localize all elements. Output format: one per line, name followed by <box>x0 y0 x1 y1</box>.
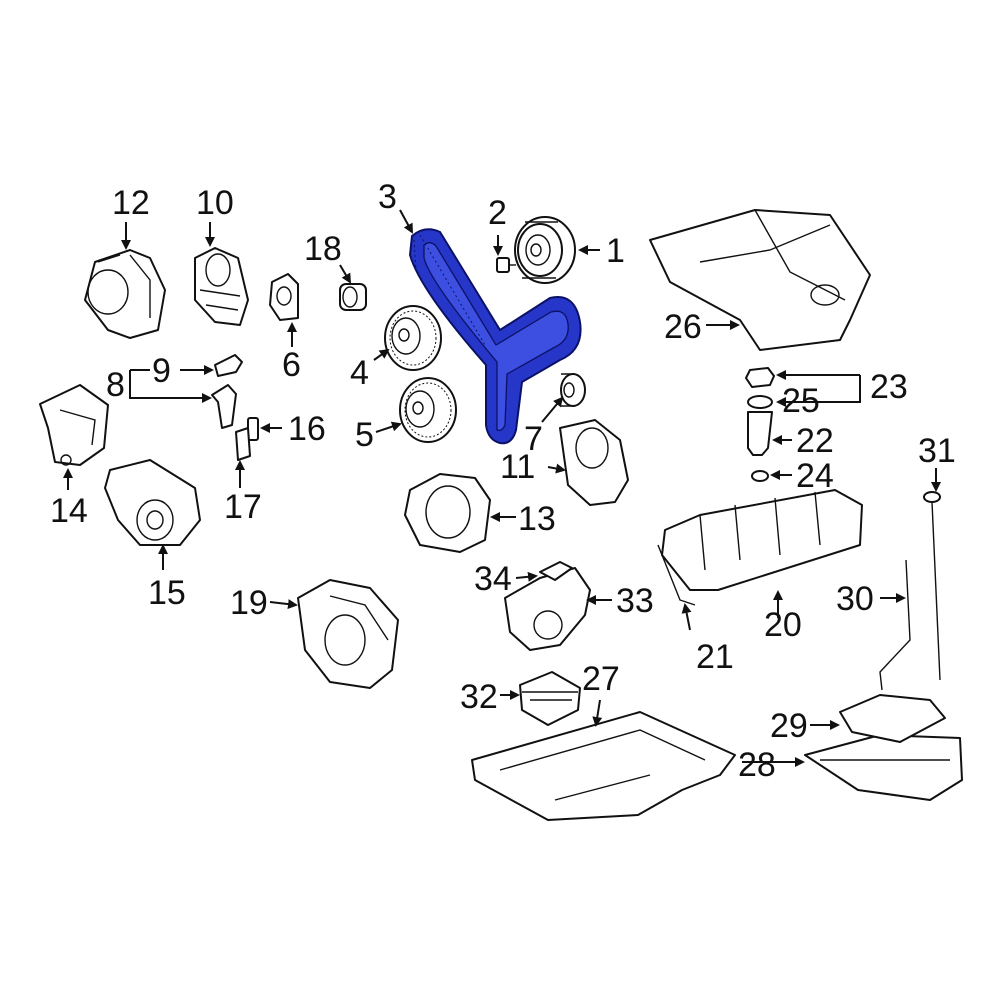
callout-18: 18 <box>304 230 342 268</box>
callout-8: 8 <box>106 366 125 404</box>
callout-28: 28 <box>738 746 776 784</box>
callout-14: 14 <box>50 492 88 530</box>
callout-13: 13 <box>518 500 556 538</box>
callout-24: 24 <box>796 457 834 495</box>
callout-3: 3 <box>378 178 397 216</box>
part-31-dipstick[interactable] <box>923 491 941 681</box>
callout-34: 34 <box>474 560 512 598</box>
callout-6: 6 <box>282 346 301 384</box>
part-14-bracket[interactable] <box>39 384 109 466</box>
part-29-baffle[interactable] <box>839 694 946 743</box>
part-6-bracket[interactable] <box>269 273 299 321</box>
part-32-oil-filter[interactable] <box>519 671 581 726</box>
callout-9: 9 <box>152 352 171 390</box>
callout-29: 29 <box>770 707 808 745</box>
callout-22: 22 <box>796 422 834 460</box>
part-12-housing[interactable] <box>84 249 166 339</box>
callout-labels: 1 2 3 4 5 6 7 8 9 10 11 12 13 14 15 16 1… <box>50 178 956 784</box>
part-24-o-ring[interactable] <box>751 470 769 482</box>
part-22-filler-neck[interactable] <box>747 411 773 456</box>
callout-2: 2 <box>488 194 507 232</box>
part-4-cam-gear[interactable] <box>384 305 442 371</box>
part-2-bolt[interactable] <box>496 257 516 273</box>
callout-25: 25 <box>782 382 820 420</box>
part-19-oil-pump[interactable] <box>297 579 399 689</box>
part-27-oil-pan[interactable] <box>471 711 736 821</box>
part-26-engine-cover[interactable] <box>649 209 871 351</box>
part-9-sensor[interactable] <box>214 354 243 377</box>
callout-7: 7 <box>524 420 543 458</box>
callout-10: 10 <box>196 184 234 222</box>
part-10-cover[interactable] <box>194 247 249 326</box>
part-13-cover[interactable] <box>404 473 491 553</box>
part-3-timing-belt[interactable] <box>409 228 582 445</box>
callout-16: 16 <box>288 410 326 448</box>
callout-21: 21 <box>696 638 734 676</box>
leader-lines <box>63 209 941 767</box>
callout-20: 20 <box>764 606 802 644</box>
part-1-crank-pulley[interactable] <box>514 216 576 284</box>
part-30-dipstick-tube[interactable] <box>879 559 911 691</box>
callout-15: 15 <box>148 574 186 612</box>
part-23-oil-cap[interactable] <box>745 367 775 388</box>
part-34-gasket[interactable] <box>539 561 573 581</box>
part-11-timing-cover[interactable] <box>559 419 629 506</box>
callout-1: 1 <box>606 232 625 270</box>
callout-4: 4 <box>350 354 369 392</box>
callout-17: 17 <box>224 488 262 526</box>
part-8-sensor-assembly[interactable] <box>211 384 237 429</box>
callout-30: 30 <box>836 580 874 618</box>
callout-33: 33 <box>616 582 654 620</box>
part-17-clip[interactable] <box>235 427 251 461</box>
callout-26: 26 <box>664 308 702 346</box>
callout-32: 32 <box>460 678 498 716</box>
callout-5: 5 <box>355 416 374 454</box>
callout-12: 12 <box>112 184 150 222</box>
callout-11: 11 <box>500 448 535 486</box>
part-15-oil-pump-housing[interactable] <box>104 459 201 546</box>
callout-27: 27 <box>582 660 620 698</box>
part-7-idler[interactable] <box>560 373 586 407</box>
callout-19: 19 <box>230 584 268 622</box>
part-33-filter-bracket[interactable] <box>504 567 591 651</box>
part-20-valve-cover[interactable] <box>661 489 863 591</box>
part-5-cam-gear[interactable] <box>399 377 457 443</box>
part-28-lower-pan[interactable] <box>804 734 963 801</box>
part-25-gasket[interactable] <box>747 395 773 409</box>
callout-31: 31 <box>918 432 956 470</box>
callout-23: 23 <box>870 368 908 406</box>
part-18-idler-pulley[interactable] <box>339 283 367 311</box>
